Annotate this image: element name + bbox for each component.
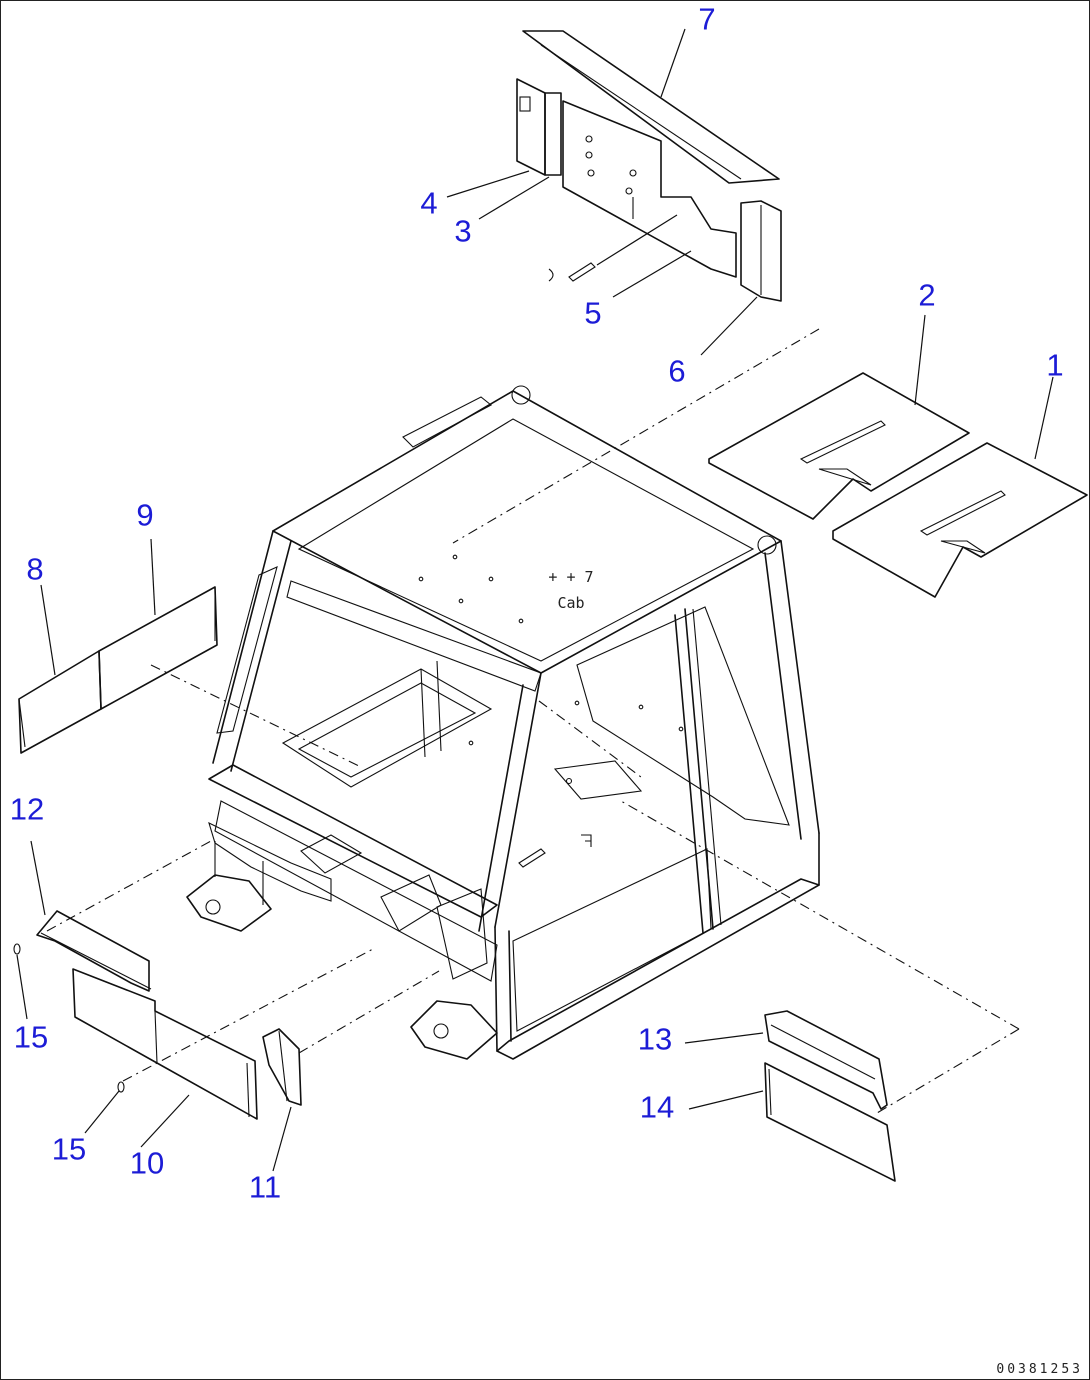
part-13-panel xyxy=(764,1010,888,1110)
callout-6: 6 xyxy=(668,353,686,389)
part-12-panel xyxy=(36,910,152,992)
part-9-panel xyxy=(98,586,218,710)
part-8-panel xyxy=(18,650,102,754)
callout-14: 14 xyxy=(639,1089,675,1125)
callout-10: 10 xyxy=(129,1145,165,1181)
callout-15-lower: 15 xyxy=(51,1131,87,1167)
part-11-bracket xyxy=(262,1028,302,1106)
part-10-panel xyxy=(72,968,258,1120)
screw-top xyxy=(548,262,596,282)
part-7-panel xyxy=(522,30,780,184)
part-4-panel xyxy=(516,78,546,176)
callout-15-upper: 15 xyxy=(13,1019,49,1055)
callout-4: 4 xyxy=(420,185,438,221)
callout-3: 3 xyxy=(454,213,472,249)
part-3-panel xyxy=(544,92,562,176)
part-code: 00381253 xyxy=(996,1362,1083,1377)
pin-15-lower xyxy=(84,1081,125,1134)
cab-label-line2: Cab xyxy=(557,594,585,612)
cab-frame xyxy=(186,385,820,1060)
part-6-panel xyxy=(740,200,782,302)
cab-label-line1: + + 7 xyxy=(548,568,594,586)
callout-8: 8 xyxy=(26,551,44,587)
part-1-mat xyxy=(832,442,1088,598)
callout-12: 12 xyxy=(9,791,45,827)
part-14-panel xyxy=(764,1062,896,1182)
callout-9: 9 xyxy=(136,497,154,533)
callout-11: 11 xyxy=(248,1169,282,1205)
callout-1: 1 xyxy=(1046,347,1064,383)
part-5-panel xyxy=(562,100,737,278)
callout-7: 7 xyxy=(698,1,716,37)
callout-5: 5 xyxy=(584,295,602,331)
pin-15-upper xyxy=(13,943,28,1020)
part-2-mat xyxy=(708,372,970,520)
callout-2: 2 xyxy=(918,277,936,313)
callout-13: 13 xyxy=(637,1021,673,1057)
